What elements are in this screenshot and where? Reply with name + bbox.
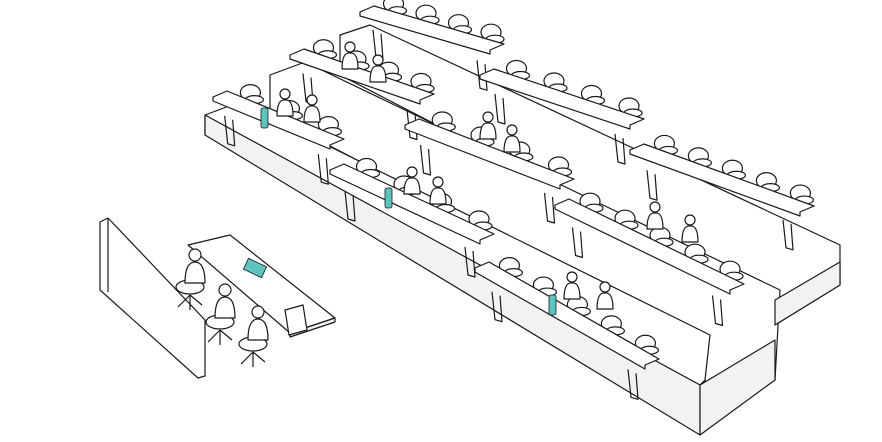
seated-person <box>403 166 421 195</box>
table-top <box>404 118 575 190</box>
person-body <box>479 122 497 140</box>
student-table <box>479 59 645 165</box>
chair-base <box>207 329 233 345</box>
person-body <box>276 99 294 117</box>
person-body <box>369 65 387 83</box>
table-leg <box>419 144 432 176</box>
table-top <box>479 68 645 130</box>
person-body <box>214 296 236 319</box>
person-head <box>506 124 518 136</box>
person-head <box>306 94 318 106</box>
table-leg <box>782 219 794 251</box>
table-top <box>289 48 435 105</box>
person-body <box>503 135 521 153</box>
person-head <box>599 281 611 293</box>
person-head <box>432 176 444 188</box>
tier-1-side-face <box>699 339 776 436</box>
table-top <box>329 163 495 245</box>
table-leg <box>344 190 356 222</box>
person-head <box>218 283 232 297</box>
table-top <box>629 143 815 217</box>
water-bottle-icon <box>260 107 269 129</box>
student-table <box>554 192 745 327</box>
table-leg <box>571 227 584 259</box>
table-top <box>474 261 660 370</box>
seated-person <box>341 41 359 70</box>
person-body <box>247 318 269 341</box>
student-table <box>359 0 505 91</box>
seated-person <box>596 281 614 310</box>
person-body <box>563 282 581 300</box>
front-area <box>99 217 336 379</box>
person-head <box>406 166 418 178</box>
laptop-icon <box>284 304 308 336</box>
student-table <box>289 39 435 141</box>
person-head <box>684 214 696 226</box>
table-leg <box>711 295 724 327</box>
chair-base <box>177 294 203 310</box>
seated-person <box>369 54 387 83</box>
table-leg <box>494 93 506 125</box>
table-top <box>359 5 505 55</box>
person-body <box>646 212 664 230</box>
person-head <box>279 88 291 100</box>
person-body <box>681 225 699 243</box>
bag-icon <box>242 257 268 279</box>
seated-person <box>646 201 664 230</box>
person-head <box>188 248 202 262</box>
chair-base <box>240 351 266 367</box>
table-leg <box>614 133 626 165</box>
seated-person <box>503 124 521 153</box>
student-table <box>629 134 815 251</box>
seated-person <box>205 283 236 345</box>
table-leg <box>224 115 236 147</box>
student-table <box>474 257 660 400</box>
person-head <box>566 271 578 283</box>
seated-person <box>175 248 206 310</box>
tier-3-side-face <box>774 261 841 326</box>
seated-person <box>238 305 269 367</box>
table-top <box>554 198 745 295</box>
seated-person <box>276 88 294 117</box>
water-bottle-icon <box>548 294 557 316</box>
seated-person <box>681 214 699 243</box>
person-head <box>482 111 494 123</box>
seated-person <box>429 176 447 205</box>
person-body <box>184 261 206 284</box>
person-head <box>649 201 661 213</box>
person-body <box>429 187 447 205</box>
seated-person <box>479 111 497 140</box>
person-body <box>596 292 614 310</box>
student-table <box>404 111 575 224</box>
table-top <box>212 90 345 150</box>
person-head <box>344 41 356 53</box>
person-body <box>303 105 321 123</box>
furniture-layer <box>212 0 815 400</box>
table-leg <box>464 246 476 278</box>
person-head <box>372 54 384 66</box>
water-bottle-icon <box>384 187 393 209</box>
whiteboard <box>99 217 206 379</box>
table-leg <box>627 369 639 400</box>
table-leg <box>646 170 658 201</box>
table-leg <box>543 192 556 224</box>
table-leg <box>491 291 503 323</box>
person-head <box>251 305 265 319</box>
table-leg <box>317 154 329 185</box>
seated-person <box>303 94 321 123</box>
front-desk-edge <box>289 317 336 338</box>
person-body <box>341 52 359 70</box>
person-body <box>403 177 421 195</box>
seated-person <box>563 271 581 300</box>
